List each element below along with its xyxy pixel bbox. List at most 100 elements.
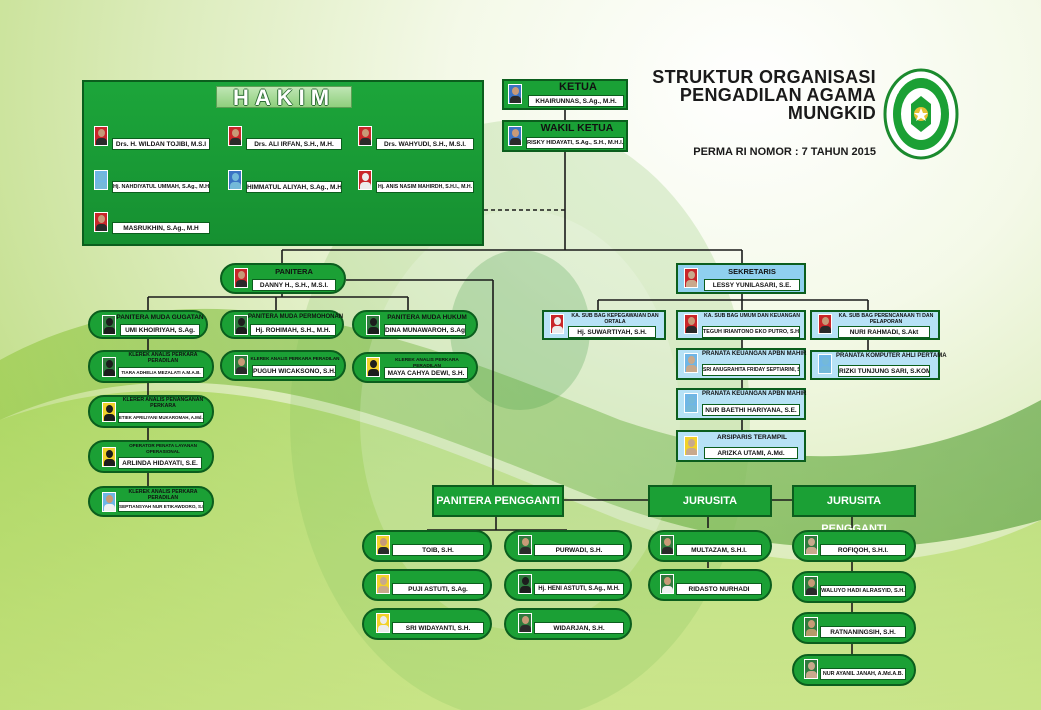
kasub-kepegawaian-photo	[550, 314, 564, 334]
hakim-6-name: Hj. ANIS NASIM MAHIRDH, S.H.I., M.H.	[376, 181, 474, 193]
jurusita-2-name: RIDASTO NURHADI	[676, 583, 762, 595]
pp-6-photo	[518, 613, 532, 633]
gugatan-staff-2-name: ETIEK APRILIYANI MUKAROMAH, A.Md.A.S.	[118, 412, 204, 423]
sekretaris-title: SEKRETARIS	[728, 267, 776, 276]
panitera-photo	[234, 268, 248, 288]
hakim-2-name: Drs. ALI IRFAN, S.H., M.H.	[246, 138, 342, 150]
jurusita-1-photo	[660, 535, 674, 555]
pp-4-name: PURWADI, S.H.	[534, 544, 624, 556]
sekretaris-photo	[684, 268, 698, 288]
jp-2-photo	[804, 576, 818, 596]
hukum-staff-photo	[366, 357, 380, 377]
pp-3-photo	[376, 613, 390, 633]
jp-3-name: RATNANINGSIH, S.H.	[820, 626, 906, 638]
pp-4-photo	[518, 535, 532, 555]
org-title: STRUKTUR ORGANISASI PENGADILAN AGAMA MUN…	[640, 68, 876, 122]
jurusita-2-photo	[660, 574, 674, 594]
hakim-4-photo	[94, 170, 108, 190]
perencanaan-staff-photo	[818, 354, 832, 374]
pp-2-name: PUJI ASTUTI, S.Ag.	[392, 583, 484, 595]
gugatan-staff-1-photo	[102, 357, 116, 377]
panitera-title: PANITERA	[275, 267, 313, 276]
kasub-umum-photo	[684, 314, 698, 334]
umum-staff-2-title: PRANATA KEUANGAN APBN MAHIR	[702, 391, 807, 397]
umum-staff-1-photo	[684, 353, 698, 373]
pm-permohonan-title: PANITERA MUDA PERMOHONAN	[248, 314, 344, 320]
jp-2-name: WALUYO HADI ALRASYID, S.H.	[820, 585, 906, 597]
org-title-line-1: STRUKTUR ORGANISASI	[652, 67, 876, 87]
pm-gugatan-name: UMI KHOIRIYAH, S.Ag.	[120, 324, 200, 336]
umum-staff-2-photo	[684, 393, 698, 413]
umum-staff-1-title: PRANATA KEUANGAN APBN MAHIR	[702, 351, 807, 357]
pp-2-photo	[376, 574, 390, 594]
gugatan-staff-3-photo	[102, 447, 116, 467]
hakim-5-name: HIMMATUL ALIYAH, S.Ag., M.H.	[246, 181, 342, 193]
umum-staff-3-title: ARSIPARIS TERAMPIL	[717, 434, 787, 441]
wakil-ketua-name: RISKY HIDAYATI, S.Ag., S.H., M.H.I.	[526, 137, 624, 149]
gugatan-staff-2-title: KLERER ANALIS PENANGANAN PERKARA	[122, 397, 204, 409]
umum-staff-3-name: ARIZKA UTAMI, A.Md.	[704, 447, 798, 459]
perencanaan-staff-title: PRANATA KOMPUTER AHLI PERTAMA	[836, 353, 947, 359]
hakim-1-name: Drs. H. WILDAN TOJIBI, M.S.I	[112, 138, 210, 150]
org-title-line-2: PENGADILAN AGAMA	[679, 85, 876, 105]
pp-5-photo	[518, 574, 532, 594]
kasub-umum-title: KA. SUB BAG UMUM DAN KEUANGAN	[704, 313, 800, 319]
gugatan-staff-4-title: KLEREK ANALIS PERKARA PERADILAN	[128, 489, 198, 501]
hakim-3-name: Drs. WAHYUDI, S.H., M.S.I.	[376, 138, 474, 150]
pp-6-name: WIDARJAN, S.H.	[534, 622, 624, 634]
kasub-kepegawaian-title: KA. SUB BAG KEPEGAWAIAN DAN ORTALA	[571, 313, 659, 325]
permohonan-staff-title: KLEREK ANALIS PERKARA PERADILAN	[250, 356, 340, 361]
permohonan-staff-name: PUGUH WICAKSONO, S.H.	[252, 365, 336, 377]
kasub-perencanaan-name: NURI RAHMADI, S.Akt	[838, 326, 930, 338]
kasub-perencanaan-title: KA. SUB BAG PERENCANAAN TI DAN PELAPORAN	[838, 313, 934, 325]
jp-4-name: NUR AYANIL JANAH, A.Md.A.B.	[820, 668, 906, 680]
kasub-perencanaan-photo	[818, 314, 832, 334]
hakim-5-photo	[228, 170, 242, 190]
gugatan-staff-2-photo	[102, 402, 116, 422]
wakil-ketua-photo	[508, 126, 522, 146]
kasub-kepegawaian-name: Hj. SUWARTIYAH, S.H.	[568, 326, 656, 338]
sekretaris-name: LESSY YUNILASARI, S.E.	[704, 279, 800, 291]
umum-staff-1-name: SRI ANUGRAHITA FRIDAY SEPTIARINI, S.E.	[702, 364, 800, 376]
jp-1-photo	[804, 535, 818, 555]
ketua-photo	[508, 84, 522, 104]
jp-3-photo	[804, 617, 818, 637]
panitera-name: DANNY H., S.H., M.S.I.	[252, 279, 336, 291]
pm-hukum-title: PANITERA MUDA HUKUM	[387, 314, 467, 321]
hakim-title: HAKIM	[216, 86, 352, 109]
hukum-staff-name: MAYA CAHYA DEWI, S.H.	[384, 367, 468, 379]
gugatan-staff-1-name: TIARA ADHELIA MEZALATI A.M.A.B.	[118, 367, 204, 378]
hakim-7-name: MASRUKHIN, S.Ag., M.H	[112, 222, 210, 234]
perma-subtitle: PERMA RI NOMOR : 7 TAHUN 2015	[693, 146, 876, 158]
wakil-ketua-title: WAKIL KETUA	[540, 122, 614, 134]
pm-gugatan-photo	[102, 315, 116, 335]
gugatan-staff-3-title: OPERATOR PENATA LAYANAN OPERASIONAL	[129, 443, 197, 454]
org-title-line-3: MUNGKID	[787, 103, 876, 123]
hakim-4-name: Hj. NAHDIYATUL UMMAH, S.Ag., M.H	[112, 181, 210, 193]
pp-3-name: SRI WIDAYANTI, S.H.	[392, 622, 484, 634]
hakim-3-photo	[358, 126, 372, 146]
pp-1-name: TOIB, S.H.	[392, 544, 484, 556]
pp-1-photo	[376, 535, 390, 555]
hakim-6-photo	[358, 170, 372, 190]
jurusita-1-name: MULTAZAM, S.H.I.	[676, 544, 762, 556]
jurusita-title: JURUSITA	[648, 485, 772, 517]
ketua-name: KHAIRUNNAS, S.Ag., M.H.	[528, 95, 624, 107]
hakim-7-photo	[94, 212, 108, 232]
gugatan-staff-4-photo	[102, 492, 116, 512]
hakim-1-photo	[94, 126, 108, 146]
umum-staff-3-photo	[684, 436, 698, 456]
perencanaan-staff-name: RIZKI TUNJUNG SARI, S.KOM.	[838, 365, 930, 377]
jp-4-photo	[804, 659, 818, 679]
ketua-title: KETUA	[559, 81, 597, 93]
pm-permohonan-name: Hj. ROHIMAH, S.H., M.H.	[250, 324, 336, 336]
pp-5-name: Hj. HENI ASTUTI, S.Ag., M.H.	[534, 583, 624, 595]
kasub-umum-name: TEGUH IRIANTONO EKO PUTRO, S.H.	[702, 326, 800, 338]
panitera-pengganti-title: PANITERA PENGGANTI	[432, 485, 564, 517]
hukum-staff-title: KLEREK ANALIS PERKARA PERADILAN	[395, 358, 459, 369]
umum-staff-2-name: NUR BAETHI HARIYANA, S.E.	[702, 404, 800, 416]
jurusita-pengganti-title: JURUSITA PENGGANTI	[792, 485, 916, 535]
jp-1-name: ROFIQOH, S.H.I.	[820, 544, 906, 556]
pm-hukum-photo	[366, 315, 380, 335]
